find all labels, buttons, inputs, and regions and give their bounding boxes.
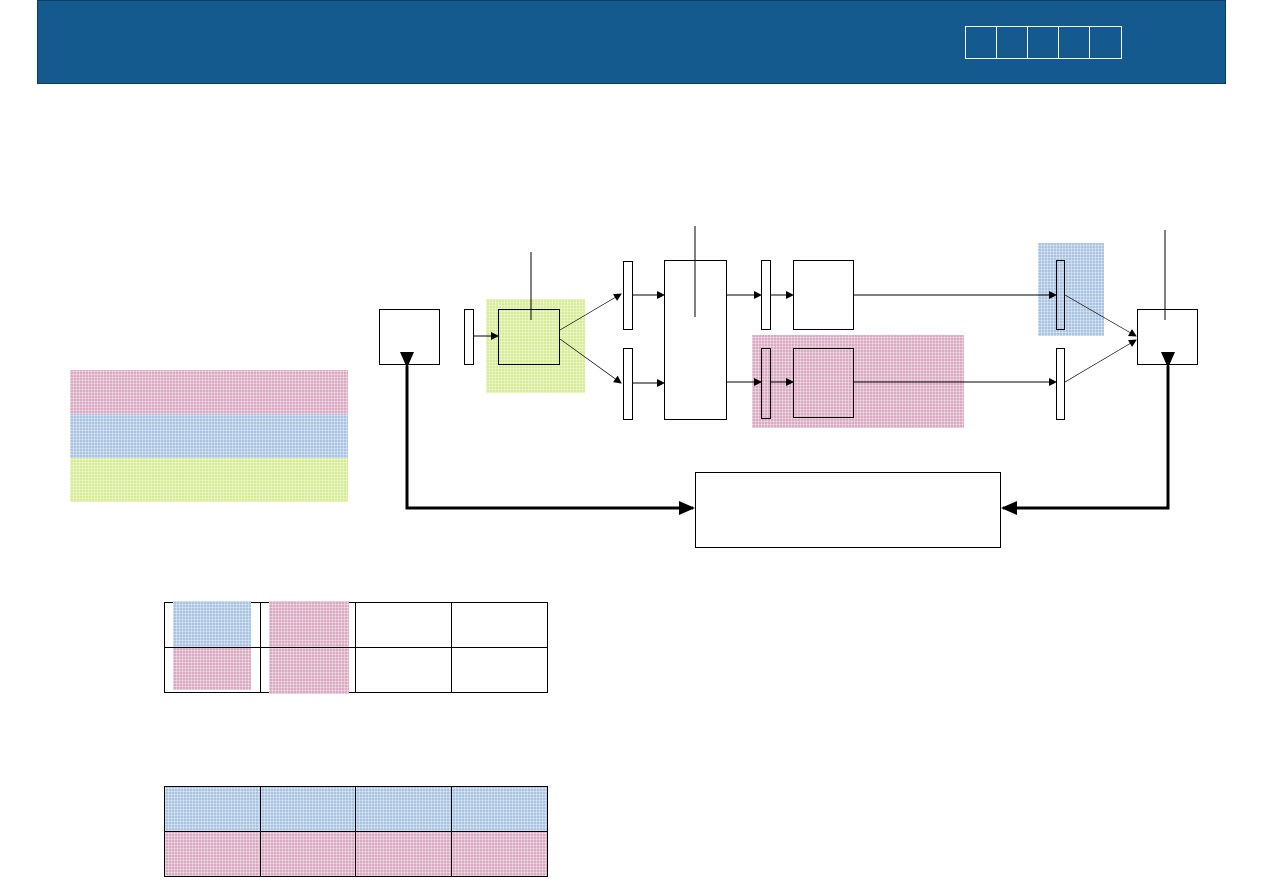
- table-1-cell-r2c4: [451, 647, 548, 693]
- table-1: [164, 601, 548, 694]
- table-1-cell-fill: [269, 648, 349, 694]
- nav-box-4[interactable]: [1059, 27, 1090, 58]
- table-2-cell-r1c2: [260, 786, 356, 832]
- nav-box-group: [965, 26, 1122, 59]
- table-2-cell-r2c4: [451, 831, 548, 877]
- table-2-cell-r2c2: [260, 831, 356, 877]
- nav-box-2[interactable]: [997, 27, 1028, 58]
- highlight-region-blue: [1038, 243, 1104, 336]
- table-2-cell-r2c3: [355, 831, 452, 877]
- table-2-cell-r2c1: [164, 831, 261, 877]
- table-1-cell-fill: [173, 648, 251, 690]
- table-1-cell-r2c1: [164, 647, 261, 693]
- legend-swatch-pink: [70, 370, 348, 414]
- table-1-cell-r1c2: [260, 601, 356, 648]
- table-1-cell-r1c4: [451, 602, 548, 648]
- table-1-cell-fill: [269, 601, 349, 647]
- table-2-cell-r1c3: [355, 786, 452, 832]
- header-bar: [37, 0, 1226, 84]
- nav-box-3[interactable]: [1028, 27, 1059, 58]
- legend-swatch-green: [70, 458, 348, 502]
- diagram-node-upper-block: [793, 260, 854, 330]
- table-1-cell-r1c3: [355, 602, 452, 648]
- diagram-node-bar-2: [623, 261, 633, 330]
- table-2-cell-r1c1: [164, 786, 261, 832]
- legend-swatch-blue: [70, 414, 348, 458]
- table-2: [164, 786, 548, 877]
- nav-box-1[interactable]: [966, 27, 997, 58]
- table-2-cell-r1c4: [451, 786, 548, 832]
- diagram-node-controller: [695, 472, 1001, 548]
- table-1-cell-fill: [173, 601, 251, 647]
- table-1-cell-r1c1: [164, 601, 261, 648]
- table-1-cell-r2c2: [260, 647, 356, 694]
- table-1-cell-r2c3: [355, 647, 452, 693]
